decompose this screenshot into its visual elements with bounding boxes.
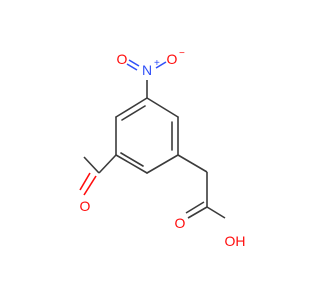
ring-double-inner-3	[121, 105, 146, 121]
atom-acid-o-double: O	[175, 215, 186, 231]
ring-bond-3	[146, 154, 179, 174]
bond-n-o-left-a	[126, 63, 138, 71]
bond-c-o-c	[79, 172, 91, 191]
aldehyde-group: O	[79, 154, 117, 214]
structure-canvas: N + O O − O O OH	[79, 48, 246, 249]
ring-bond-4	[115, 154, 148, 174]
molecule-structure: N + O O − O O OH	[79, 48, 246, 249]
ring-bond-6	[115, 97, 148, 118]
bond-ring-to-cho	[98, 154, 117, 174]
charge-nitro-o-right: −	[179, 48, 185, 59]
nitro-group: N + O O −	[117, 48, 185, 98]
atom-nitro-n: N	[142, 62, 152, 78]
bond-n-o-right	[155, 61, 167, 69]
atom-acid-oh: OH	[225, 233, 246, 249]
ring-bond-1	[146, 97, 179, 118]
atom-nitro-o-right: O	[167, 51, 178, 67]
bond-c-oh	[206, 206, 226, 219]
bond-c-o-a	[83, 156, 100, 174]
atom-nitro-o-left: O	[117, 51, 128, 67]
bond-c-double-o-b	[185, 201, 205, 214]
acetic-acid-group: O OH	[175, 154, 246, 249]
bond-ring-to-ch2	[177, 154, 208, 173]
bond-n-o-left-b	[128, 59, 140, 67]
bond-c-o-b	[83, 175, 97, 196]
bond-c-double-o-a	[187, 206, 208, 219]
benzene-ring	[115, 97, 179, 174]
atom-aldehyde-o: O	[80, 198, 91, 214]
charge-nitro-n: +	[154, 58, 160, 69]
ring-double-inner-2	[120, 152, 144, 167]
